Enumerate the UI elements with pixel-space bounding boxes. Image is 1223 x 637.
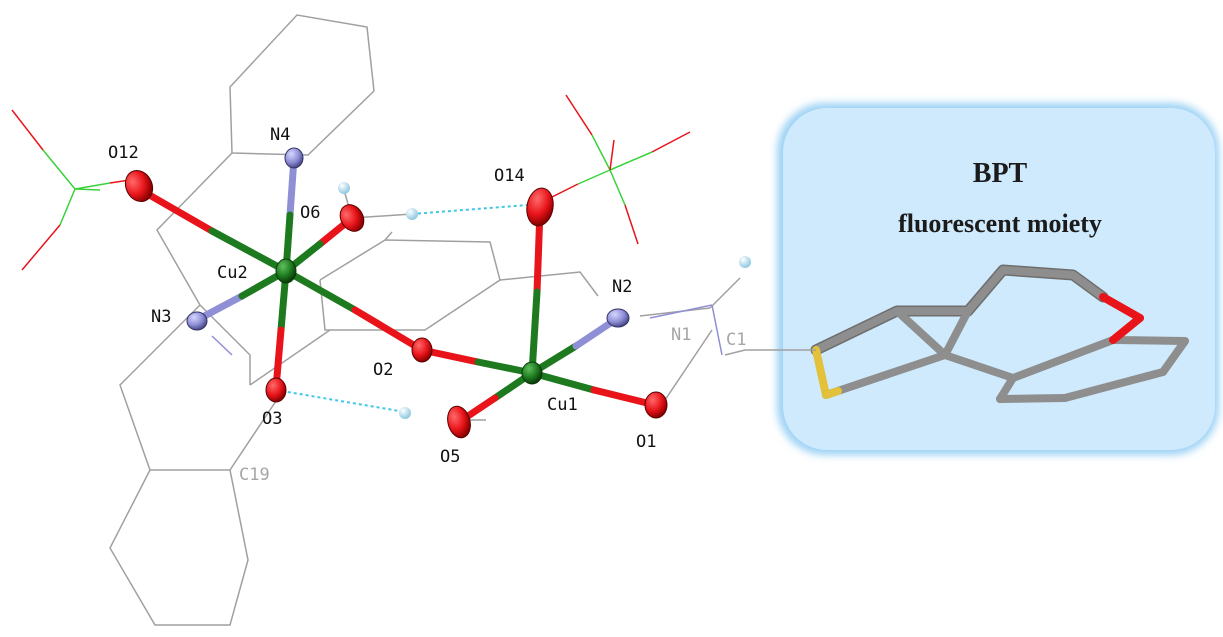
label-cu2: Cu2	[217, 263, 248, 283]
atom-labels: O12 N4 O6 O14 Cu2 N3 N2 N1 C1 O2 Cu1 O3 …	[108, 125, 746, 485]
bpt-stick-model	[810, 264, 1189, 403]
label-o1: O1	[636, 432, 656, 452]
atom-h-n1	[739, 256, 751, 268]
label-n3: N3	[151, 307, 171, 327]
label-o2: O2	[373, 360, 393, 380]
label-o14: O14	[494, 166, 525, 186]
coordination-bonds	[135, 154, 659, 426]
label-c1: C1	[726, 330, 746, 350]
label-n4: N4	[270, 125, 290, 145]
label-o3: O3	[262, 409, 282, 429]
label-cu1: Cu1	[547, 395, 578, 415]
atom-h-o6	[338, 182, 350, 194]
label-o12: O12	[108, 143, 139, 163]
panel-title: BPT	[973, 158, 1028, 189]
label-c19: C19	[239, 465, 270, 485]
atom-n3	[186, 311, 208, 331]
label-o5: O5	[440, 447, 460, 467]
ligand-wireframe	[109, 14, 816, 626]
atom-cu2	[275, 258, 297, 284]
nitrogen-wire-bonds	[211, 304, 723, 356]
atom-h-o6-bridge	[406, 208, 418, 220]
atom-n2	[606, 308, 630, 328]
atom-o14	[526, 187, 554, 227]
hydrogen-bonds	[275, 204, 529, 413]
atom-o5	[447, 405, 471, 439]
atom-o12	[124, 169, 154, 203]
label-n2: N2	[612, 277, 632, 297]
atom-n4	[284, 147, 304, 169]
atom-h-o5	[399, 407, 411, 419]
atom-cu1	[521, 361, 543, 385]
anion-left	[11, 109, 131, 271]
atom-o2	[411, 337, 433, 363]
bpt-panel: BPT fluorescent moiety	[777, 103, 1219, 455]
atom-o3	[265, 377, 287, 403]
atom-o6	[339, 204, 365, 232]
atom-o1	[644, 391, 668, 419]
atoms	[124, 147, 751, 439]
label-o6: O6	[300, 203, 320, 223]
anion-right	[549, 94, 691, 245]
label-n1: N1	[671, 325, 691, 345]
panel-subtitle: fluorescent moiety	[898, 209, 1102, 238]
